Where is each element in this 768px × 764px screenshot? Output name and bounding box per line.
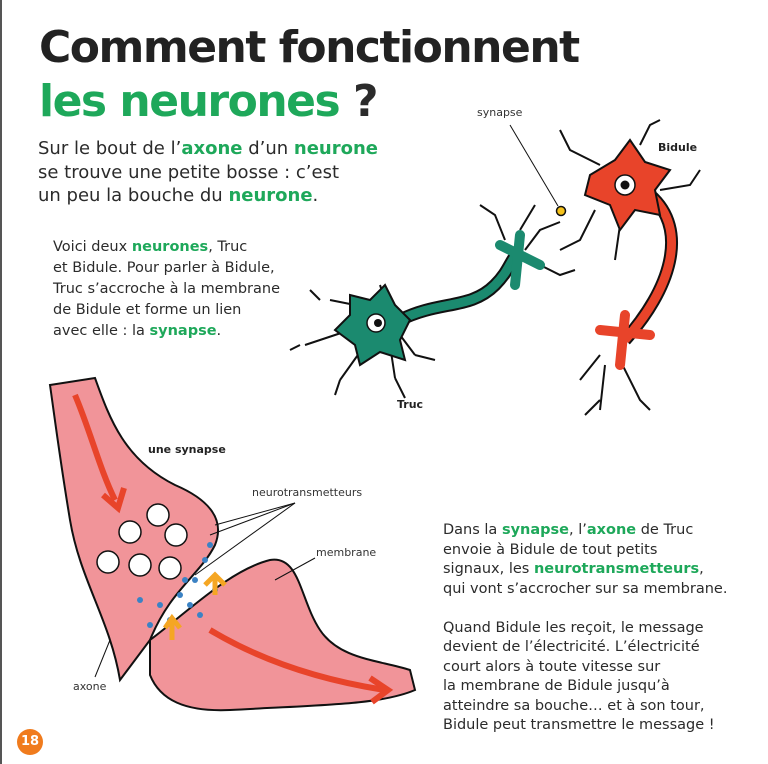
neurons-paragraph: Voici deux neurones, Truc et Bidule. Pou…: [53, 237, 280, 342]
keyword: neurone: [228, 185, 313, 206]
text: .: [216, 323, 222, 339]
text: Truc s’accroche à la membrane: [53, 281, 281, 297]
keyword: axone: [586, 522, 637, 538]
text: et Bidule. Pour parler à Bidule,: [53, 260, 275, 276]
text: qui vont s’accrocher sur sa membrane.: [443, 580, 728, 597]
text: un peu la bouche du: [38, 185, 229, 206]
text: Voici deux: [53, 239, 132, 255]
text: signaux, les: [443, 561, 534, 577]
page-title-line1: Comment fonctionnent: [39, 22, 580, 73]
text: de Bidule et forme un lien: [53, 302, 242, 318]
label-bidule: Bidule: [658, 141, 698, 154]
synapse-paragraph: Dans la synapse, l’axone de Truc envoie …: [443, 521, 727, 736]
text: de Truc: [636, 522, 694, 538]
title-green: les neurones: [39, 76, 341, 127]
synapse-closeup-illustration: [48, 376, 417, 712]
keyword: synapse: [501, 522, 569, 538]
neuron-truc-illustration: [289, 204, 576, 399]
page-edge: [0, 0, 2, 764]
text: court alors à toute vitesse sur: [443, 658, 661, 675]
keyword: axone: [181, 138, 243, 159]
keyword: neurone: [293, 138, 379, 159]
keyword: neurones: [131, 239, 209, 255]
label-membrane: membrane: [316, 546, 377, 559]
synapse-pointer: [509, 124, 559, 207]
text: Bidule peut transmettre le message !: [443, 717, 715, 733]
keyword: neurotransmetteurs: [533, 561, 700, 577]
label-une-synapse: une synapse: [148, 443, 226, 456]
intro-paragraph: Sur le bout de l’axone d’un neurone se t…: [38, 137, 378, 208]
text: la membrane de Bidule jusqu’à: [443, 678, 670, 694]
label-synapse: synapse: [477, 106, 523, 119]
text: , Truc: [208, 239, 248, 255]
truc-axon-terminal: [495, 230, 545, 290]
text: d’un: [242, 138, 294, 159]
keyword: synapse: [149, 323, 217, 339]
text: devient de l’électricité. L’électricité: [443, 639, 700, 655]
text: Sur le bout de l’: [38, 138, 182, 159]
text: , l’: [568, 522, 587, 538]
text: envoie à Bidule de tout petits: [443, 541, 658, 558]
title-question-mark: ?: [339, 76, 379, 127]
text: atteindre sa bouche… et à son tour,: [443, 697, 705, 714]
text: ,: [699, 561, 704, 577]
page-number-badge: 18: [17, 729, 43, 755]
page-title-line2: les neurones ?: [39, 76, 379, 127]
label-truc: Truc: [397, 398, 424, 411]
text: Dans la: [443, 522, 502, 538]
text: se trouve une petite bosse : c’est: [38, 161, 340, 183]
label-neurotransmetteurs: neurotransmetteurs: [252, 486, 363, 499]
text: .: [312, 185, 319, 206]
synapse-dot: [555, 205, 567, 217]
label-axone: axone: [73, 680, 107, 693]
text: Quand Bidule les reçoit, le message: [443, 619, 704, 636]
neuron-bidule-illustration: [559, 119, 701, 416]
text: avec elle : la: [53, 323, 150, 339]
